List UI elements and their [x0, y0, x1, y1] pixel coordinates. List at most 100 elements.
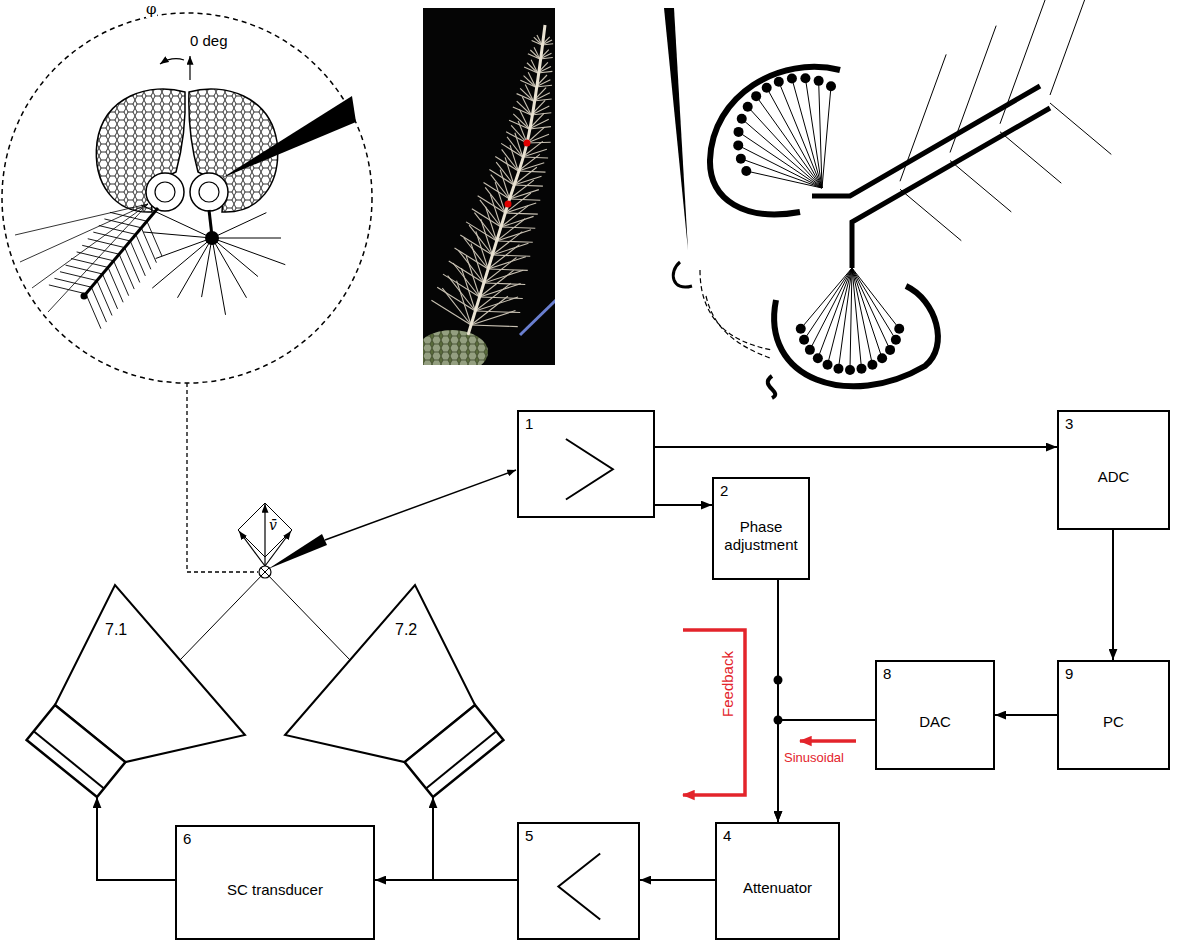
driver-edge: [426, 731, 496, 788]
dendrite: [852, 268, 896, 340]
neuron-cell: [751, 91, 761, 101]
neuron-cell: [736, 154, 746, 164]
box-label: DAC: [919, 713, 951, 731]
neuron-cell: [833, 364, 843, 374]
preparation-point: [261, 568, 269, 576]
antenna-hair: [130, 241, 145, 276]
process-box: 2Phase adjustment: [712, 477, 810, 580]
antenna-hair: [119, 254, 134, 289]
membrane: [706, 296, 770, 358]
fibrilla: [534, 37, 542, 45]
antenna-hair: [212, 213, 266, 238]
dendrite: [828, 268, 852, 365]
fibrilla: [510, 190, 539, 199]
neuron-cell: [737, 114, 747, 124]
fibrilla: [1050, 103, 1111, 154]
dendrite: [804, 268, 852, 340]
neuron-cell: [826, 81, 836, 91]
fibrilla: [1000, 132, 1061, 183]
annotation: v̄: [269, 518, 277, 533]
neuron-cell: [823, 360, 833, 370]
dendrite: [741, 159, 822, 188]
johnston-organ-schematic: [664, 0, 1111, 398]
antenna-hair: [147, 221, 162, 256]
fibrilla: [480, 284, 521, 297]
neuron-cell: [877, 353, 887, 363]
antenna-hair: [103, 274, 118, 309]
signal-wire: [325, 470, 516, 540]
box-label: SC transducer: [227, 881, 323, 899]
fibrilla: [458, 250, 484, 283]
fibrilla: [488, 269, 528, 270]
antenna-hair: [156, 238, 212, 259]
fibrilla: [513, 107, 531, 115]
dendrite: [748, 107, 822, 188]
neuron-cell: [800, 73, 810, 83]
process-box: 4Attenuator: [715, 822, 840, 940]
fibrilla: [484, 283, 525, 284]
zoom-leader: [187, 383, 258, 572]
bristle: [15, 204, 148, 235]
fibrilla: [491, 175, 510, 199]
neuron-cell: [814, 76, 824, 86]
dendrite: [852, 268, 899, 329]
signal-connector: [1112, 530, 1114, 660]
speaker-outline: [282, 583, 510, 797]
fibrilla: [460, 235, 492, 255]
neuron-cell: [787, 74, 797, 84]
neuron-cell: [805, 345, 815, 355]
dendrite: [852, 268, 882, 358]
pedicel: [190, 173, 228, 211]
dendrite: [850, 268, 852, 370]
fibrilla: [501, 227, 535, 228]
process-box: 3ADC: [1057, 410, 1170, 530]
process-box: 8DAC: [875, 660, 995, 770]
neuron-cell: [774, 77, 784, 87]
neuron-cell: [743, 102, 753, 112]
callout-number: 8: [883, 665, 891, 682]
fibrilla: [443, 274, 480, 297]
fibrilla: [524, 76, 536, 87]
bristle: [48, 204, 148, 312]
compound-eye: [96, 89, 185, 212]
neuron-cell: [857, 364, 867, 374]
pedicel-wall: [774, 286, 938, 386]
fibrilla: [497, 230, 531, 241]
neuron-cell: [762, 83, 772, 93]
antenna-hair: [86, 294, 101, 329]
fibrilla: [505, 157, 514, 185]
fibrilla: [518, 171, 545, 172]
neuron-cell: [799, 335, 809, 345]
pedicel-wall: [710, 67, 840, 215]
callout-number: 7.1: [105, 621, 127, 639]
antenna-photo: [416, 8, 556, 374]
fibrilla: [442, 288, 471, 325]
sound-axis: [180, 572, 265, 660]
antenna-hair: [114, 261, 129, 296]
neuron-cell: [891, 335, 901, 345]
flagellum: [468, 25, 545, 335]
antenna-hair: [125, 248, 140, 283]
dendrite: [852, 268, 872, 365]
fibrilla: [431, 300, 471, 325]
fibrilla: [475, 297, 518, 311]
fibrilla: [530, 50, 539, 59]
antenna-hair: [212, 238, 258, 277]
fibrilla: [900, 189, 961, 240]
driver-edge: [34, 731, 104, 788]
amplifier-box: 5: [517, 822, 640, 940]
antenna-hair: [108, 267, 123, 302]
fibrilla: [492, 255, 530, 256]
fibrilla: [1050, 0, 1096, 95]
fibrilla: [448, 276, 476, 311]
compound-eye: [423, 330, 488, 365]
velocity-arrow: [239, 531, 265, 566]
fibrilla: [492, 243, 528, 255]
sinusoidal-arrow: [800, 739, 856, 743]
fibrilla: [950, 161, 1011, 212]
amplifier-box: 1: [517, 410, 655, 518]
fibrilla: [478, 196, 506, 213]
fibrilla: [510, 199, 541, 200]
velocity-arrow: [264, 504, 265, 566]
dendrite: [805, 78, 822, 188]
